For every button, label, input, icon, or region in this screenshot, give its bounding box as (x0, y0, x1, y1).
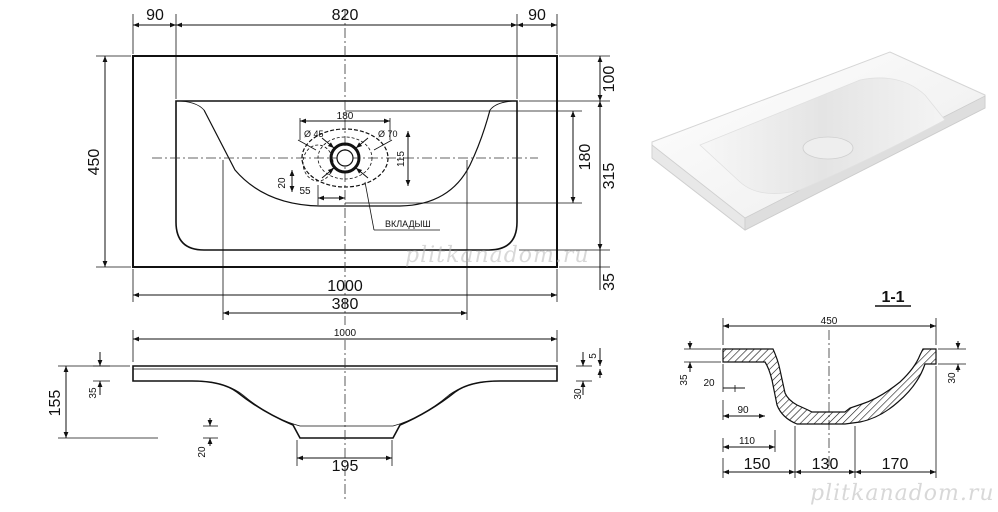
section-view: 1-1 450 35 30 20 90 110 (679, 289, 966, 478)
front-view: 1000 155 35 30 5 20 195 (47, 328, 603, 500)
watermark-bottom: plitkanadom.ru (810, 481, 995, 506)
plan-top-dims: 90 820 90 (132, 7, 558, 99)
watermark-center: plitkanadom.ru (405, 243, 590, 268)
drain-hole-inner (336, 149, 354, 167)
plan-view: 90 820 90 450 100 315 35 (86, 7, 618, 325)
front-dim-total-width: 1000 (334, 328, 357, 339)
front-dim-lip: 5 (588, 353, 599, 359)
plan-left-dim: 450 (86, 55, 131, 268)
dim-hole-offset: 115 (396, 151, 407, 167)
front-bowl-inner-line (199, 380, 494, 427)
dim-top-offset: 100 (601, 66, 618, 93)
dim-center-width: 820 (332, 7, 359, 24)
dim-bowl-width: 380 (332, 296, 359, 313)
insert-inner-dashed (317, 136, 373, 180)
dim-right-margin: 90 (528, 7, 546, 24)
dim-bottom-edge: 35 (601, 273, 618, 291)
dim-left-margin: 90 (146, 7, 164, 24)
hole-arrows (297, 137, 393, 179)
section-dim-110: 110 (739, 436, 755, 447)
section-dim-20: 20 (703, 378, 715, 389)
insert-label: ВКЛАДЫШ (385, 219, 431, 229)
front-dim-slab-left: 35 (88, 387, 99, 399)
section-dim-left-35: 35 (679, 374, 690, 386)
front-dim-slab-right: 30 (573, 388, 584, 400)
hole-45-dashed (302, 144, 334, 182)
dim-hole-span: 180 (337, 111, 354, 122)
insert-leader (364, 181, 375, 231)
front-dim-height: 155 (47, 390, 64, 417)
plan-bowl-corner-lines (175, 100, 518, 111)
dim-total-width: 1000 (327, 278, 363, 295)
dim-total-depth: 450 (86, 149, 103, 176)
plan-bowl-inner (203, 109, 491, 207)
dim-small-55: 55 (299, 186, 311, 197)
section-dim-130: 130 (812, 456, 839, 473)
drain-hole-outer (329, 142, 361, 174)
product-bowl (699, 77, 946, 194)
section-dim-90: 90 (737, 405, 749, 416)
product-render (651, 51, 986, 231)
dim-diameter-70: Ø 70 (378, 129, 398, 139)
dim-hole-depth: 180 (577, 144, 594, 171)
plan-hole-dims: 180 Ø 45 Ø 70 180 115 20 55 ВКЛАДЫШ (277, 110, 594, 231)
front-dim-bottom-20: 20 (197, 446, 208, 458)
insert-dashed-outline (301, 128, 389, 188)
dim-bowl-depth: 315 (601, 163, 618, 190)
section-profile (722, 348, 937, 425)
section-dim-170: 170 (882, 456, 909, 473)
product-drain (802, 136, 854, 160)
dim-small-20: 20 (277, 177, 288, 189)
section-title: 1-1 (881, 289, 904, 306)
plan-bowl-outline (175, 100, 518, 251)
dim-diameter-45: Ø 45 (304, 129, 324, 139)
section-dim-150: 150 (744, 456, 771, 473)
section-dim-width: 450 (821, 316, 838, 327)
plan-right-dims: 100 315 35 (519, 55, 618, 291)
section-dim-right-30: 30 (947, 372, 958, 384)
plan-bottom-dims: 1000 380 (132, 160, 558, 320)
